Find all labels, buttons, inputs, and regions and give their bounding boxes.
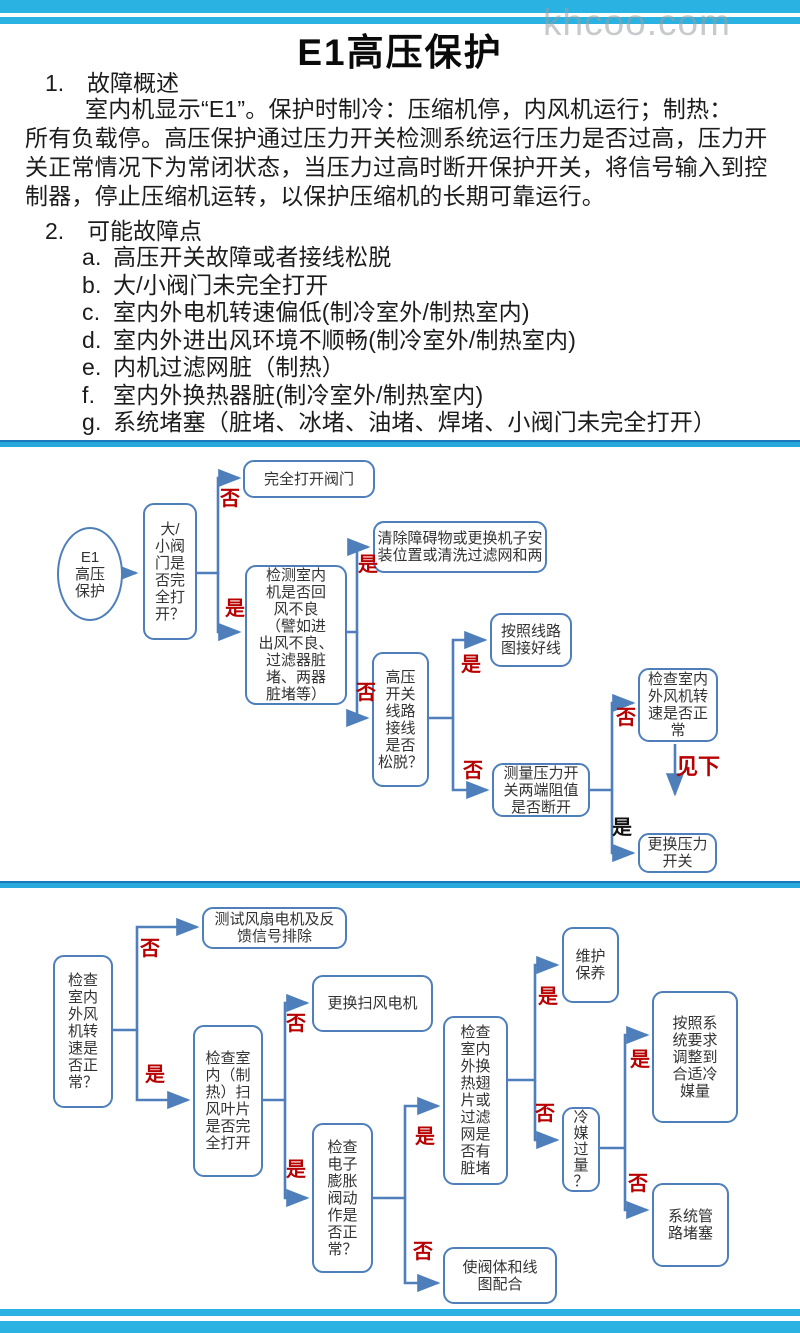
fault-text: 室内外电机转速偏低(制冷室外/制热室内)	[113, 299, 530, 325]
fault-text: 系统堵塞（脏堵、冰堵、油堵、焊堵、小阀门未完全打开）	[113, 409, 717, 435]
flow2-label-yes-1: 是	[145, 1064, 165, 1086]
fault-letter: f.	[82, 382, 96, 408]
flow2-label-no-5: 否	[628, 1173, 648, 1195]
flow1-open-valve-action: 完全打开阀门	[243, 460, 375, 498]
flow1-valve-open-question: 大/ 小阀 门是 否完 全打 开？	[143, 503, 197, 640]
section-divider-2	[0, 881, 800, 888]
flow1-fan-speed-check: 检查室内 外风机转 速是否正 常	[638, 668, 718, 742]
flow1-clear-obstacle-action: 清除障碍物或更换机子安 装位置或清洗过滤网和两	[373, 521, 547, 573]
overview-heading-text: 故障概述	[87, 70, 179, 96]
flow1-label-see-below: 见下	[676, 754, 721, 779]
top-bar-thin	[0, 17, 800, 24]
fault-letter: b.	[82, 272, 102, 298]
fault-item-c: c. 室内外电机转速偏低(制冷室外/制热室内)	[82, 293, 782, 327]
faults-heading: 2. 可能故障点	[45, 212, 202, 246]
flow2-heat-exchanger-dirty-question: 检查 室内 外换 热翅 片或 过滤 网是 否有 脏堵	[443, 1016, 508, 1185]
overview-number: 1.	[45, 70, 65, 96]
flow2-maintain-action: 维护 保养	[562, 927, 619, 1003]
fault-item-f: f. 室内外换热器脏(制冷室外/制热室内)	[82, 376, 782, 410]
flow2-label-no-3: 否	[413, 1241, 433, 1263]
fault-text: 内机过滤网脏（制热）	[113, 354, 345, 380]
fault-item-e: e. 内机过滤网脏（制热）	[82, 348, 782, 382]
flow1-label-no-1: 否	[220, 488, 240, 510]
flow2-pipe-blockage-result: 系统管 路堵塞	[652, 1183, 729, 1267]
fault-item-a: a. 高压开关故障或者接线松脱	[82, 238, 782, 272]
flow2-label-no-2: 否	[286, 1013, 306, 1035]
flow2-label-no-4: 否	[535, 1103, 555, 1125]
fault-item-g: g. 系统堵塞（脏堵、冰堵、油堵、焊堵、小阀门未完全打开）	[82, 403, 782, 437]
bottom-bar-thin	[0, 1309, 800, 1316]
fault-item-d: d. 室内外进出风环境不顺畅(制冷室外/制热室内)	[82, 321, 782, 355]
flow1-label-yes-4: 是	[612, 817, 632, 839]
flow1-measure-resistance-question: 测量压力开 关两端阻值 是否断开	[492, 763, 590, 817]
flow2-label-yes-4: 是	[538, 986, 558, 1008]
flow1-hp-switch-wiring-question: 高压 开关 线路 接线 是否 松脱？	[372, 652, 429, 787]
overview-heading: 1. 故障概述	[45, 64, 179, 98]
connector-arrow-group	[112, 468, 685, 1293]
fault-letter: g.	[82, 409, 102, 435]
fault-letter: d.	[82, 327, 102, 353]
flow2-swing-blade-question: 检查室 内（制 热）扫 风叶片 是否完 全打开	[193, 1025, 263, 1177]
fault-letter: a.	[82, 244, 102, 270]
watermark: khcoo.com	[543, 2, 731, 43]
fault-text: 大/小阀门未完全打开	[113, 272, 329, 298]
flow2-test-fan-motor-action: 测试风扇电机及反 馈信号排除	[202, 907, 347, 949]
flow1-label-no-4: 否	[616, 707, 636, 729]
flow1-return-air-question: 检测室内 机是否回 风不良 （譬如进 出风不良、 过滤器脏 堵、两器 脏堵等）	[245, 565, 347, 705]
flow1-label-no-3: 否	[463, 760, 483, 782]
flow1-label-yes-2: 是	[358, 554, 378, 576]
flow2-label-yes-2: 是	[286, 1159, 306, 1181]
fault-letter: c.	[82, 299, 101, 325]
overview-line: 制器，停止压缩机运转，以保护压缩机的长期可靠运行。	[25, 183, 605, 209]
flow2-fan-speed-question: 检查 室内 外风 机转 速是 否正 常？	[53, 955, 113, 1108]
flow2-match-valve-wiring-action: 使阀体和线 图配合	[443, 1247, 557, 1304]
fault-text: 室内外换热器脏(制冷室外/制热室内)	[113, 382, 484, 408]
flow1-wire-per-diagram-action: 按照线路 图接好线	[490, 613, 572, 667]
flow2-adjust-refrigerant-action: 按照系 统要求 调整到 合适冷 媒量	[652, 991, 738, 1123]
flow2-replace-swing-motor-action: 更换扫风电机	[312, 975, 433, 1032]
flow2-label-no-1: 否	[140, 938, 160, 960]
overview-line: 关正常情况下为常闭状态，当压力过高时断开保护开关，将信号输入到控	[25, 154, 768, 180]
flow2-label-yes-3: 是	[415, 1126, 435, 1148]
fault-letter: e.	[82, 354, 102, 380]
flow2-label-yes-5: 是	[630, 1049, 650, 1071]
faults-heading-text: 可能故障点	[87, 218, 202, 244]
overview-line: 所有负载停。高压保护通过压力开关检测系统运行压力是否过高，压力开	[25, 125, 768, 151]
page-title: E1高压保护	[297, 32, 503, 73]
flow2-eev-action-question: 检查 电子 膨胀 阀动 作是 否正 常？	[312, 1123, 373, 1273]
fault-text: 高压开关故障或者接线松脱	[113, 244, 392, 270]
flow1-label-no-2: 否	[356, 682, 376, 704]
overview-line: 室内机显示“E1”。保护时制冷：压缩机停，内风机运行；制热：	[85, 96, 733, 122]
top-bar-thick	[0, 0, 800, 13]
fault-item-b: b. 大/小阀门未完全打开	[82, 266, 782, 300]
flow1-label-yes-3: 是	[461, 654, 481, 676]
section-divider-1	[0, 440, 800, 447]
flow1-label-yes-1: 是	[225, 598, 245, 620]
fault-text: 室内外进出风环境不顺畅(制冷室外/制热室内)	[113, 327, 577, 353]
flow1-start-ellipse: E1 高压 保护	[57, 527, 123, 621]
flow2-refrigerant-excess-question: 冷 媒 过 量 ？	[562, 1107, 600, 1192]
faults-number: 2.	[45, 218, 65, 244]
bottom-bar-thick	[0, 1321, 800, 1333]
flow1-replace-pressure-switch-action: 更换压力 开关	[638, 833, 717, 873]
